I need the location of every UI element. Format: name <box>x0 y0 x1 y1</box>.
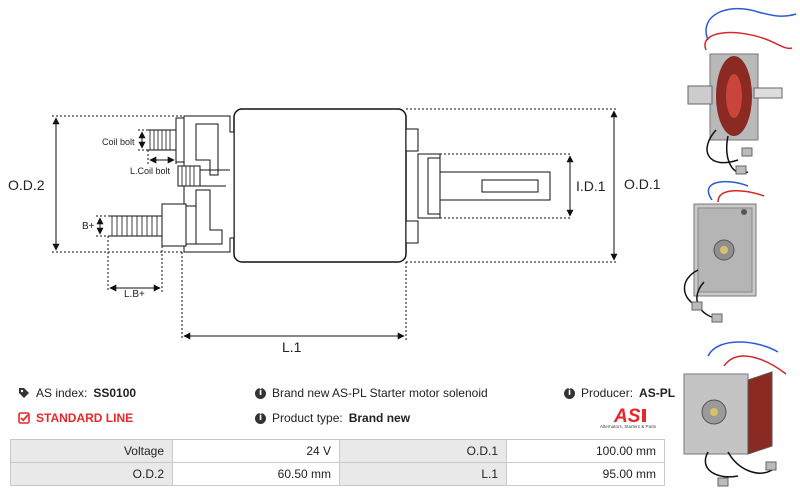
logo-text: AS <box>613 406 641 425</box>
od1-label: O.D.1 <box>624 176 661 192</box>
spec-value: 95.00 mm <box>506 462 665 486</box>
table-row: Voltage 24 V O.D.1 100.00 mm <box>10 439 665 463</box>
id1-label: I.D.1 <box>576 178 606 194</box>
logo-subtitle: Alternators, Starters & Parts <box>600 424 657 429</box>
description-text: Brand new AS-PL Starter motor solenoid <box>272 386 488 400</box>
spec-value: 100.00 mm <box>506 439 665 463</box>
producer-label: Producer: <box>581 386 634 400</box>
producer-value: AS-PL <box>639 386 676 400</box>
product-type-label: Product type: <box>272 411 343 425</box>
b-label: B+ <box>82 221 95 232</box>
od2-label: O.D.2 <box>8 177 45 193</box>
l1-label: L.1 <box>282 339 302 355</box>
product-info: AS index: SS0100 i Brand new AS-PL Start… <box>0 378 675 438</box>
description: i Brand new AS-PL Starter motor solenoid <box>255 386 488 400</box>
standard-line: STANDARD LINE <box>18 411 133 425</box>
photo-end-view <box>683 180 765 323</box>
as-index-label: AS index: <box>36 386 88 400</box>
spec-value: 60.50 mm <box>172 462 340 486</box>
spec-label: O.D.2 <box>10 462 173 486</box>
coil-bolt-label: Coil bolt <box>102 137 135 147</box>
as-logo: AS Alternators, Starters & Parts <box>588 405 668 435</box>
spec-label: L.1 <box>339 462 507 486</box>
info-icon: i <box>255 387 266 399</box>
tag-icon <box>19 388 29 398</box>
lb-label: L.B+ <box>124 289 145 300</box>
specs-table: Voltage 24 V O.D.1 100.00 mm O.D.2 60.50… <box>10 439 665 486</box>
standard-line-label: STANDARD LINE <box>36 411 134 425</box>
l-coil-bolt-label: L.Coil bolt <box>130 166 171 176</box>
checkbox-icon <box>18 412 30 424</box>
as-index: AS index: SS0100 <box>18 386 136 400</box>
technical-drawing: O.D.2 O.D.1 I.D.1 L.1 L.B+ B+ Coil bolt … <box>8 108 661 355</box>
spec-label: Voltage <box>10 439 173 463</box>
info-icon: i <box>255 412 266 424</box>
info-icon: i <box>564 387 575 399</box>
photo-side-view <box>687 7 797 175</box>
product-type: i Product type: Brand new <box>255 411 410 425</box>
product-type-value: Brand new <box>348 411 411 425</box>
product-photos <box>683 7 797 487</box>
as-index-value: SS0100 <box>93 386 137 400</box>
producer: i Producer: AS-PL <box>564 386 675 400</box>
spec-label: O.D.1 <box>339 439 507 463</box>
photo-perspective-view <box>683 341 787 487</box>
table-row: O.D.2 60.50 mm L.1 95.00 mm <box>10 462 665 486</box>
spec-value: 24 V <box>172 439 340 463</box>
